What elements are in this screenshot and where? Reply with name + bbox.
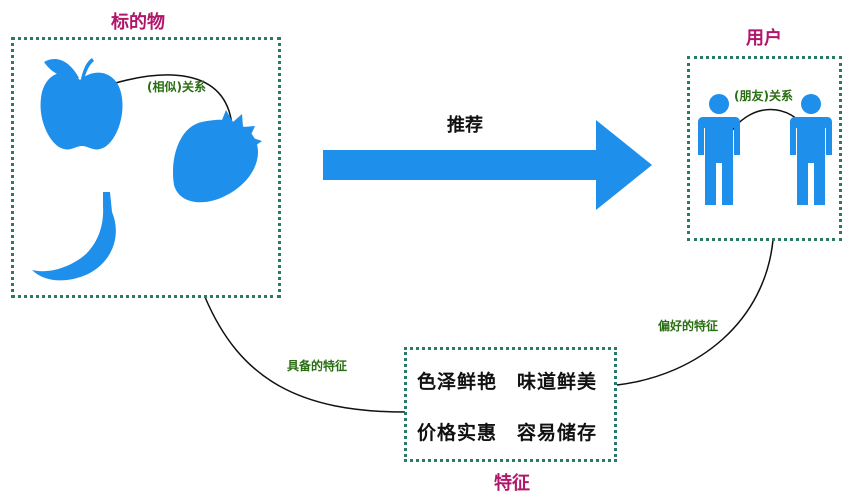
feature-item: 味道鲜美 — [517, 371, 598, 393]
features-group-title: 特征 — [494, 473, 530, 494]
items-features-edge — [204, 296, 406, 413]
friendship-label: (朋友)关系 — [734, 89, 793, 103]
similarity-label: (相似)关系 — [147, 80, 206, 94]
items-group-title: 标的物 — [111, 12, 165, 33]
users-group-box — [687, 56, 842, 241]
person-icon — [698, 94, 740, 205]
similarity-edge — [111, 74, 233, 126]
strawberry-icon — [172, 110, 262, 203]
recommend-label: 推荐 — [447, 115, 483, 136]
person-icon — [790, 94, 832, 205]
banana-icon — [32, 192, 116, 281]
users-features-label: 偏好的特征 — [658, 319, 719, 333]
users-group-title: 用户 — [746, 28, 782, 49]
features-group-box — [404, 347, 617, 462]
feature-item: 容易储存 — [517, 422, 598, 444]
feature-item: 色泽鲜艳 — [417, 371, 498, 393]
arrow-right-icon — [323, 120, 652, 210]
items-features-label: 具备的特征 — [287, 359, 348, 373]
apple-icon — [40, 58, 123, 150]
feature-item: 价格实惠 — [417, 422, 498, 444]
users-features-edge — [616, 239, 774, 386]
items-group-box — [11, 37, 281, 298]
